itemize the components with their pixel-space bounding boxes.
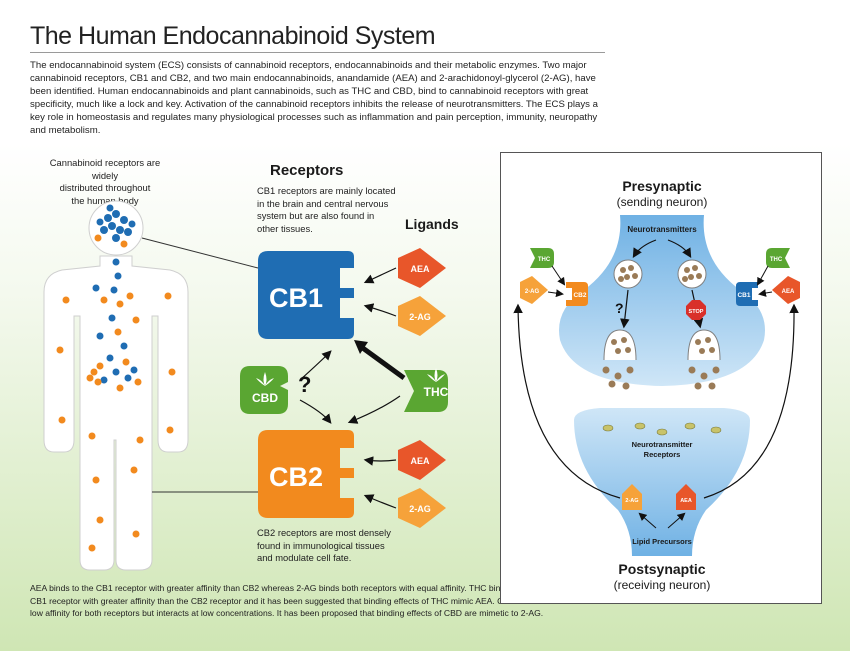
cbd-ligand: CBD [240,366,288,414]
aea-ligand-cb1: AEA [398,248,446,288]
thc-small-right: THC [766,248,790,268]
thc-small-label: THC [770,257,783,263]
page-title: The Human Endocannabinoid System [30,22,436,50]
ligands-heading: Ligands [405,216,459,232]
title-divider [30,52,605,53]
cb2-presynaptic-receptor: CB2 [566,282,588,306]
postsynaptic-title: Postsynaptic [618,561,705,577]
stop-label: STOP [689,309,704,315]
cb1-small-label: CB1 [737,292,750,299]
receiving-neuron-label: (receiving neuron) [614,578,711,592]
presynaptic-neuron [559,215,765,386]
thc-cb1-arrowhead [354,340,368,354]
vesicle-icon [603,329,637,361]
cannabis-leaf-icon [427,368,445,382]
footnote: AEA binds to the CB1 receptor with great… [30,582,630,620]
body-caption-line: Cannabinoid receptors are widely [49,157,161,181]
vesicle-icon [687,329,721,361]
vesicle-icon [613,259,643,289]
cb2-note-line: CB2 receptors are most densely [257,527,391,538]
aea-post: AEA [676,484,696,510]
cb1-receptor: CB1 [258,251,354,339]
neurotransmitters-label: Neurotransmitters [627,225,697,234]
two-ag-small-left: 2-AG [520,276,548,304]
two-ag-ligand-cb1: 2-AG [398,296,446,336]
binding-arrows [299,267,401,509]
footnote-line: CB1 receptor with greater affinity than … [30,595,532,606]
two-ag-label: 2-AG [409,504,431,514]
two-ag-label: 2-AG [409,312,431,322]
receptor-dots [56,204,176,552]
released-neurotransmitters [602,366,720,390]
body-caption-line: distributed throughout [59,182,151,194]
cb1-note-line: in the brain and central nervous [257,197,389,209]
aea-small-right: AEA [772,276,800,304]
thc-label: THC [424,385,449,399]
aea-post-label: AEA [680,498,692,504]
aea-ligand-cb2: AEA [398,440,446,480]
cb2-small-label: CB2 [573,292,586,299]
nt-receptors-label-1: Neurotransmitter [632,440,693,449]
cb1-presynaptic-receptor: CB1 [736,282,758,306]
cb2-question-mark: ? [615,300,624,316]
body-caption-line: the human body [71,194,139,206]
two-ag-ligand-cb2: 2-AG [398,488,446,528]
cb1-label: CB1 [269,283,323,313]
presynaptic-title: Presynaptic [622,178,702,194]
neurotransmitter-receptor-sites [602,422,722,436]
human-body-icon [43,200,189,571]
thc-small-label: THC [538,257,551,263]
postsynaptic-neuron [574,408,750,556]
cb2-note-line: and modulate cell fate. [257,552,352,564]
cb2-receptor: CB2 [258,430,354,518]
footnote-line: low affinity for both receptors but inte… [30,608,544,619]
retrograde-arrows [513,303,799,499]
aea-label: AEA [410,264,430,274]
presynaptic-binding-arrows [547,265,773,298]
cb1-connector [141,237,259,269]
receptors-heading: Receptors [270,162,344,179]
cannabis-leaf-icon [256,372,274,386]
aea-label: AEA [410,456,430,466]
cb1-note-line: CB1 receptors are mainly located [257,185,396,196]
cb1-note: CB1 receptors are mainly located in the … [257,185,407,235]
cb1-note-line: system but are also found in [257,210,375,222]
sending-neuron-label: (sending neuron) [617,195,708,209]
nt-receptors-label-2: Receptors [644,450,681,459]
cb2-label: CB2 [269,462,323,492]
cb2-note: CB2 receptors are most densely found in … [257,527,417,565]
thc-cb1-strong-arrow [358,343,406,381]
two-ag-post-label: 2-AG [625,498,638,504]
precursor-arrows [638,512,686,529]
vesicle-icon [677,259,707,289]
cb1-note-line: other tissues. [257,222,313,234]
two-ag-small-label: 2-AG [525,289,540,295]
two-ag-post: 2-AG [622,484,642,510]
thc-ligand: THC [404,368,449,412]
body-caption: Cannabinoid receptors are widely distrib… [40,157,170,207]
lipid-precursors-label: Lipid Precursors [632,537,692,546]
footnote-line: AEA binds to the CB1 receptor with great… [30,583,524,593]
stop-sign-icon: STOP [686,300,706,320]
thc-small-left: THC [530,248,554,268]
cb2-note-line: found in immunological tissues [257,539,385,551]
intro-paragraph: The endocannabinoid system (ECS) consist… [30,60,598,137]
cbd-label: CBD [252,391,278,405]
aea-small-label: AEA [782,289,795,295]
